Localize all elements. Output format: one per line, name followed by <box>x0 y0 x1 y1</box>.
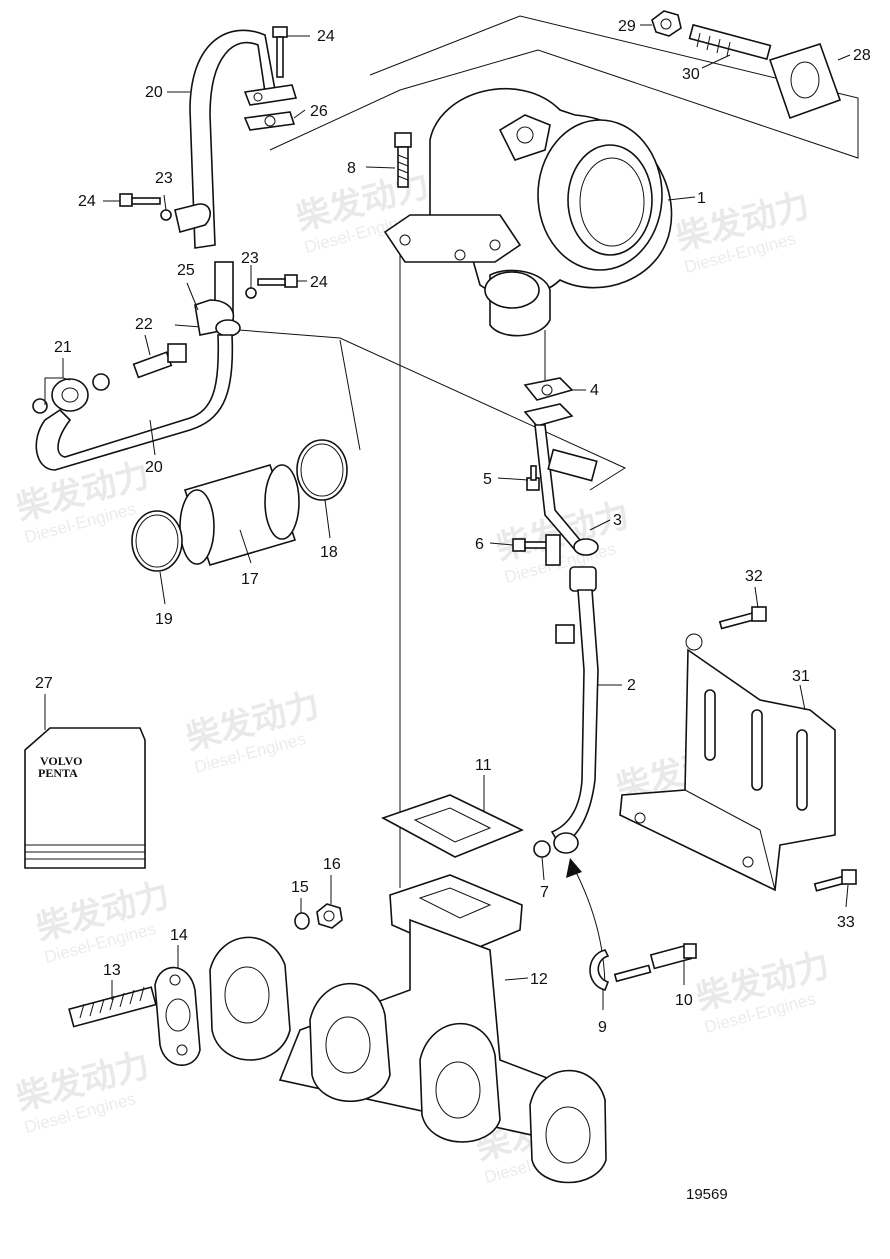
washer <box>245 287 257 299</box>
callout-10: 10 <box>675 992 693 1009</box>
bracket <box>619 633 836 892</box>
callout-1: 1 <box>697 190 706 207</box>
callout-31: 31 <box>792 668 810 685</box>
leader-lines <box>44 24 851 1010</box>
callout-21: 21 <box>54 339 72 356</box>
o-ring-inner <box>300 443 344 497</box>
callout-19: 19 <box>155 611 173 628</box>
callout-25: 25 <box>177 262 195 279</box>
callout-17: 17 <box>241 571 259 588</box>
callout-18: 18 <box>320 544 338 561</box>
bolt <box>272 26 288 78</box>
o-ring-inner <box>135 514 179 568</box>
book-brand-line1: VOLVO <box>40 754 82 768</box>
gasket <box>154 966 201 1066</box>
bolt <box>718 606 767 630</box>
oil-pipe <box>533 566 599 858</box>
oil-feed-pipe <box>523 403 599 556</box>
bolt <box>813 869 857 892</box>
callout-7: 7 <box>540 884 549 901</box>
callout-13: 13 <box>103 962 121 979</box>
bolt <box>119 193 161 207</box>
clip <box>589 949 610 991</box>
watermark: 柴发动力 Diesel-Engines <box>32 875 174 967</box>
callout-6: 6 <box>475 536 484 553</box>
assembly-guide-lines <box>174 15 859 888</box>
turbocharger <box>383 87 673 337</box>
stud <box>688 23 772 61</box>
gasket <box>523 377 574 401</box>
callout-5: 5 <box>483 471 492 488</box>
callout-32: 32 <box>745 568 763 585</box>
bolt <box>394 132 412 188</box>
callout-23-bottom: 23 <box>241 250 259 267</box>
callout-23-top: 23 <box>155 170 173 187</box>
banjo-fitting <box>32 373 110 414</box>
callout-20-top: 20 <box>145 84 163 101</box>
oil-return-pipe <box>35 334 234 471</box>
watermark: 柴发动力 Diesel-Engines <box>182 685 324 777</box>
callout-11: 11 <box>475 757 492 774</box>
flange-gasket <box>768 43 842 120</box>
callout-24-right: 24 <box>310 274 328 291</box>
stud <box>68 986 157 1028</box>
callout-3: 3 <box>613 512 622 529</box>
bolt <box>257 274 298 288</box>
nut <box>316 903 343 929</box>
diagram-number: 19569 <box>686 1186 728 1203</box>
bolt <box>512 534 561 566</box>
callout-9: 9 <box>598 1019 607 1036</box>
bolt <box>613 943 697 983</box>
callout-27: 27 <box>35 675 53 692</box>
gasket <box>381 794 524 858</box>
washer <box>294 912 310 930</box>
clamp <box>174 203 211 233</box>
watermark: 柴发动力 Diesel-Engines <box>692 945 834 1037</box>
callout-4: 4 <box>590 382 599 399</box>
callout-15: 15 <box>291 879 309 896</box>
banjo-bolt <box>132 343 187 379</box>
callout-labels: 1 2 3 4 5 6 7 8 9 10 11 12 13 14 15 16 1… <box>35 18 871 1036</box>
callout-24-top: 24 <box>317 28 335 45</box>
instruction-manual: VOLVO PENTA <box>24 727 146 869</box>
callout-28: 28 <box>853 47 871 64</box>
arrow-icon <box>566 858 606 991</box>
callout-29: 29 <box>618 18 636 35</box>
watermark: 柴发动力 Diesel-Engines <box>672 185 814 277</box>
watermark: 柴发动力 Diesel-Engines <box>12 1045 154 1137</box>
callout-14: 14 <box>170 927 188 944</box>
o-ring <box>296 439 348 501</box>
callout-33: 33 <box>837 914 855 931</box>
book-brand-line2: PENTA <box>38 766 78 780</box>
callout-30: 30 <box>682 66 700 83</box>
callout-12: 12 <box>530 971 548 988</box>
o-ring <box>131 510 183 572</box>
callout-16: 16 <box>323 856 341 873</box>
washer <box>160 209 172 221</box>
nut <box>651 10 682 37</box>
exhaust-manifold <box>209 874 607 1184</box>
callout-26: 26 <box>310 103 328 120</box>
callout-24-left: 24 <box>78 193 96 210</box>
callout-2: 2 <box>627 677 636 694</box>
callout-8: 8 <box>347 160 356 177</box>
callout-22: 22 <box>135 316 153 333</box>
bolt <box>526 465 540 491</box>
connection-pipe <box>179 464 300 566</box>
callout-20-bottom: 20 <box>145 459 163 476</box>
